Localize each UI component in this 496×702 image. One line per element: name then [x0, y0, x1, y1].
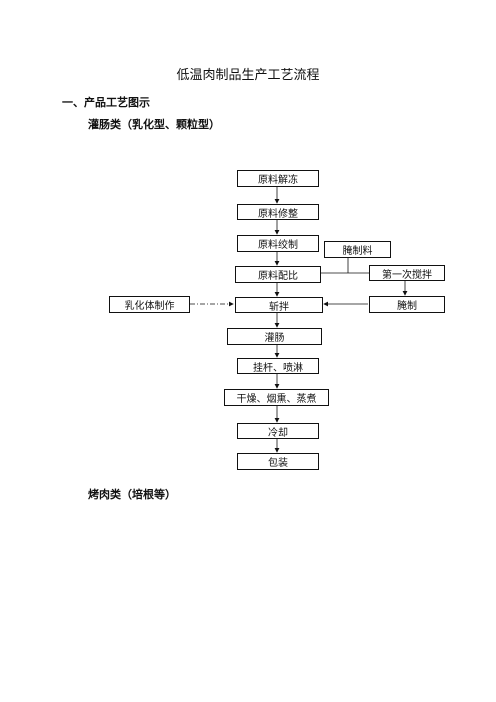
- step-hang: 挂杆、喷淋: [237, 358, 319, 374]
- section-heading: 一、产品工艺图示: [62, 96, 150, 109]
- step-trim: 原料修整: [237, 204, 319, 220]
- step-first-mix: 第一次搅拌: [369, 265, 445, 281]
- step-emulsion: 乳化体制作: [109, 296, 190, 313]
- step-curing-material: 腌制料: [324, 241, 391, 258]
- step-pack: 包装: [237, 453, 319, 470]
- step-stuff: 灌肠: [227, 328, 322, 345]
- subsection-heading-roast: 烤肉类（培根等）: [88, 488, 176, 501]
- step-cure: 腌制: [369, 296, 445, 313]
- subsection-heading-sausage: 灌肠类（乳化型、颗粒型）: [88, 118, 220, 131]
- step-formulate: 原料配比: [235, 266, 321, 283]
- step-thaw: 原料解冻: [237, 170, 319, 187]
- step-mince: 原料绞制: [237, 235, 319, 252]
- step-cool: 冷却: [237, 423, 319, 439]
- step-dry-smoke-cook: 干燥、烟熏、蒸煮: [224, 389, 329, 406]
- page-title: 低温肉制品生产工艺流程: [176, 68, 320, 83]
- step-chop: 斩拌: [235, 297, 323, 313]
